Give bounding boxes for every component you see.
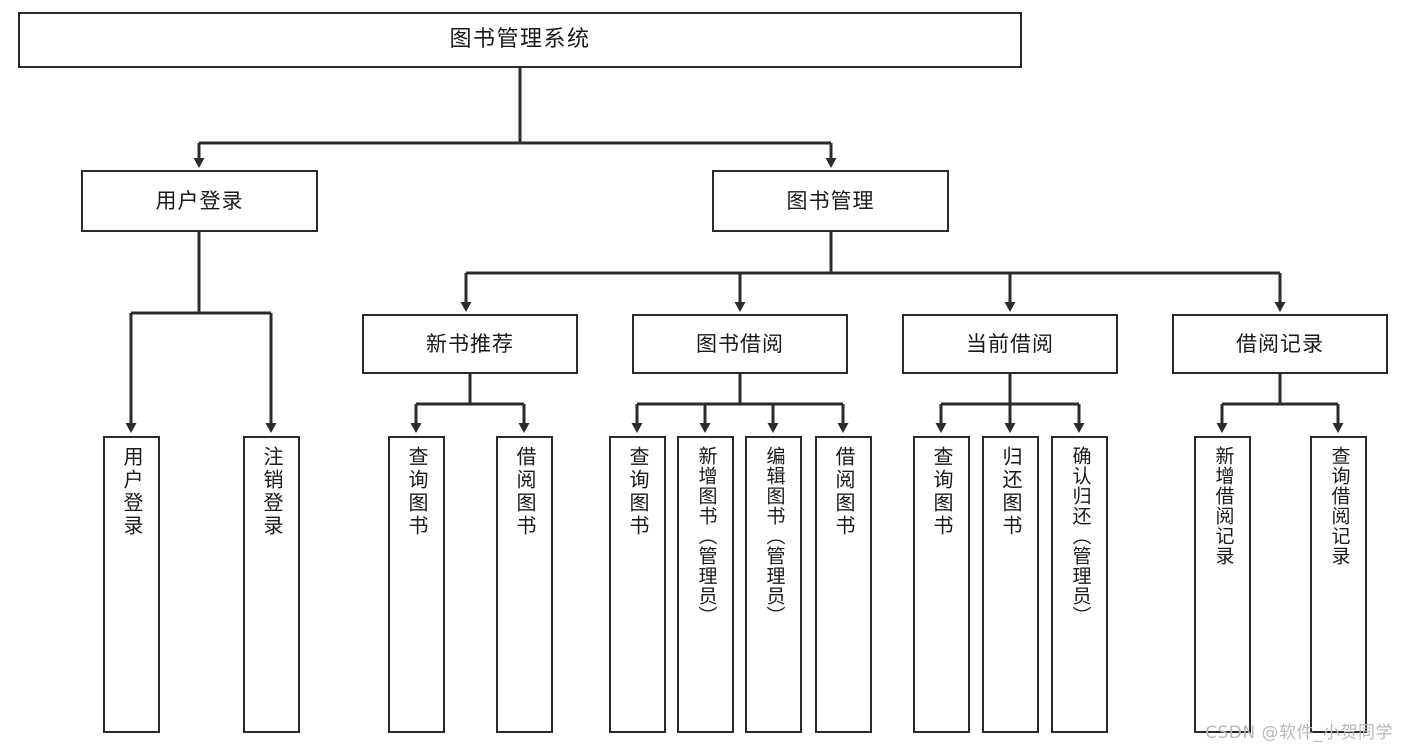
node-label: 查询借阅记录 (1328, 446, 1351, 566)
leaf-return-book[interactable]: 归还图书 (982, 436, 1039, 733)
node-label: 图书管理 (786, 188, 875, 213)
node-label: 注销登录 (260, 446, 284, 538)
node-current-borrow[interactable]: 当前借阅 (902, 314, 1118, 374)
node-label: 新增借阅记录 (1212, 446, 1235, 566)
node-label: 查询图书 (930, 446, 954, 538)
leaf-add-borrow-record[interactable]: 新增借阅记录 (1194, 436, 1251, 733)
leaf-borrow-book-recommend[interactable]: 借阅图书 (496, 436, 553, 733)
leaf-confirm-return[interactable]: 确认归还（管理员） (1051, 436, 1108, 733)
node-user-login[interactable]: 用户登录 (81, 170, 318, 232)
node-label: 查询图书 (626, 446, 650, 538)
leaf-query-book-borrow[interactable]: 查询图书 (609, 436, 666, 733)
node-label: 新书推荐 (426, 331, 514, 356)
node-label: 确认归还（管理员） (1069, 446, 1092, 626)
node-label: 当前借阅 (966, 331, 1054, 356)
node-label: 图书借阅 (696, 331, 784, 356)
node-book-borrow[interactable]: 图书借阅 (632, 314, 848, 374)
node-book-management[interactable]: 图书管理 (712, 170, 949, 232)
node-label: 新增图书（管理员） (695, 446, 718, 626)
leaf-query-borrow-record[interactable]: 查询借阅记录 (1310, 436, 1367, 733)
leaf-add-book[interactable]: 新增图书（管理员） (677, 436, 734, 733)
node-borrow-record[interactable]: 借阅记录 (1172, 314, 1388, 374)
node-label: 借阅图书 (513, 446, 537, 538)
node-root-system[interactable]: 图书管理系统 (18, 12, 1022, 68)
node-label: 借阅记录 (1236, 331, 1324, 356)
leaf-edit-book[interactable]: 编辑图书（管理员） (745, 436, 802, 733)
node-label: 编辑图书（管理员） (763, 446, 786, 626)
leaf-user-login[interactable]: 用户登录 (103, 436, 160, 733)
node-new-book-recommend[interactable]: 新书推荐 (362, 314, 578, 374)
node-label: 查询图书 (405, 446, 429, 538)
watermark: CSDN @软件_小贺同学 (1205, 723, 1393, 743)
leaf-borrow-book[interactable]: 借阅图书 (815, 436, 872, 733)
node-label: 用户登录 (155, 188, 244, 213)
node-label: 用户登录 (120, 446, 144, 538)
leaf-query-book-recommend[interactable]: 查询图书 (388, 436, 445, 733)
leaf-query-book-current[interactable]: 查询图书 (913, 436, 970, 733)
node-label: 归还图书 (999, 446, 1023, 538)
node-label: 借阅图书 (832, 446, 856, 538)
node-label: 图书管理系统 (449, 27, 591, 53)
leaf-user-logout[interactable]: 注销登录 (243, 436, 300, 733)
